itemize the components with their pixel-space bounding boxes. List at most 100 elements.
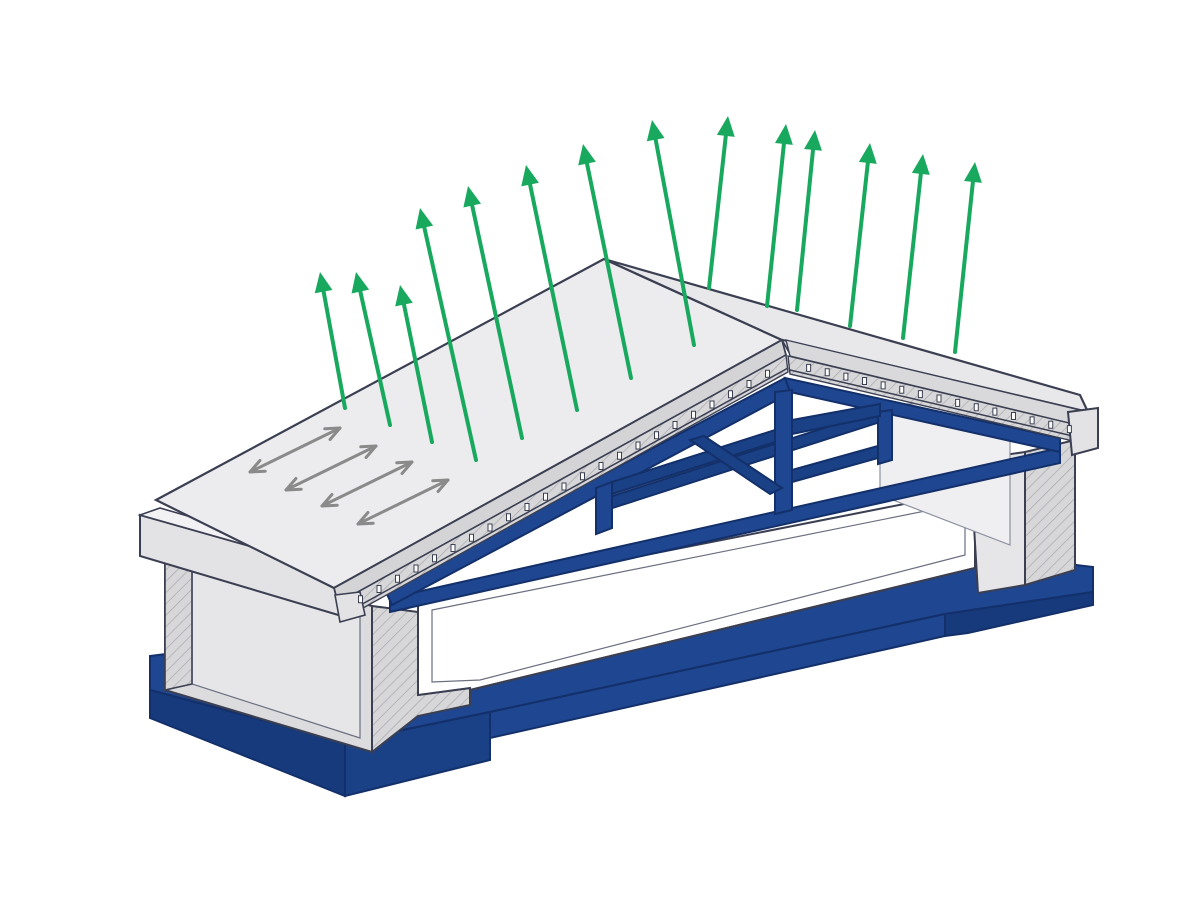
uplift-arrow-shaft <box>795 141 816 312</box>
double-arrow-icon <box>320 460 414 508</box>
fastener-mark <box>746 380 752 388</box>
roof-fasteners <box>358 363 1072 604</box>
sheathing-line-left <box>347 367 789 613</box>
left-eave-gutter <box>334 591 366 624</box>
arrow-up-icon <box>351 272 370 294</box>
fastener-mark <box>617 451 622 460</box>
arrow-up-icon <box>963 162 982 183</box>
fastener-mark <box>824 368 830 377</box>
uplift-arrow-shaft <box>848 154 871 328</box>
fastener-mark <box>955 398 961 407</box>
uplift-arrow-shaft <box>765 135 787 308</box>
fastener-mark <box>973 403 979 412</box>
fastener-mark <box>358 595 363 604</box>
fastener-mark <box>709 400 715 409</box>
arrow-up-icon <box>646 120 665 142</box>
fastener-mark <box>395 574 400 583</box>
sheathing-line-right <box>789 369 1091 441</box>
lateral-load-arrows <box>248 426 450 526</box>
fastener-mark <box>691 410 696 419</box>
arrow-up-icon <box>858 143 877 164</box>
fastener-mark <box>469 533 474 542</box>
fastener-mark <box>598 462 604 470</box>
arrow-up-icon <box>911 154 930 175</box>
fastener-mark <box>936 394 942 403</box>
foundation-front-step <box>344 710 491 798</box>
arrow-head-right <box>431 478 450 494</box>
fastener-mark <box>880 381 886 390</box>
fastener-mark <box>806 363 812 372</box>
arrow-head-right <box>359 444 378 460</box>
fastener-mark <box>1048 420 1054 429</box>
arrow-up-icon <box>578 144 596 166</box>
double-arrow-icon <box>284 444 378 492</box>
truss-web-post-left <box>595 480 613 536</box>
fastener-mark <box>862 377 867 385</box>
arrow-up-icon <box>395 285 413 307</box>
fastener-mark <box>1029 416 1035 425</box>
arrow-head-left <box>248 458 267 474</box>
uplift-arrow-shaft <box>583 155 633 380</box>
fastener-mark <box>992 407 998 416</box>
fastener-mark <box>506 513 511 522</box>
foundation-right-block <box>944 590 1094 638</box>
fastener-mark <box>487 523 493 532</box>
fastener-mark <box>843 372 849 381</box>
uplift-arrow-shaft <box>953 173 976 354</box>
double-arrow-icon <box>356 478 450 526</box>
arrow-up-icon <box>716 116 735 137</box>
uplift-arrow-shaft <box>320 283 347 410</box>
uplift-arrow-shaft <box>901 165 924 340</box>
arrow-up-icon <box>521 165 539 187</box>
arrow-head-left <box>284 476 303 492</box>
roof-truss <box>383 376 1061 614</box>
arrow-head-right <box>323 426 342 442</box>
fastener-mark <box>672 421 678 429</box>
double-arrow-icon <box>248 426 342 474</box>
fastener-mark <box>654 431 659 440</box>
uplift-arrow-shaft <box>357 283 392 427</box>
fastener-mark <box>376 585 382 593</box>
right-eave-cap <box>1066 406 1099 457</box>
arrow-head-left <box>320 492 339 508</box>
arrow-up-icon <box>463 186 481 208</box>
uplift-arrow-shaft <box>468 197 524 440</box>
fastener-mark <box>765 369 770 378</box>
fastener-mark <box>450 544 456 552</box>
truss-web-post-right <box>877 408 893 466</box>
fastener-mark <box>561 482 567 491</box>
arrow-up-icon <box>774 124 793 145</box>
fastener-mark <box>917 390 923 399</box>
arrow-up-icon <box>314 272 333 294</box>
fastener-mark <box>413 564 419 573</box>
arrow-head-right <box>395 460 414 476</box>
fastener-mark <box>543 492 548 501</box>
truss-king-post <box>774 388 793 516</box>
truss-diagonal-3 <box>791 402 881 436</box>
arrow-up-icon <box>804 130 822 151</box>
uplift-arrow-shaft <box>421 219 478 462</box>
uplift-arrow-shaft <box>652 131 696 347</box>
truss-diagonal-2 <box>687 434 784 496</box>
fastener-mark <box>1011 412 1016 420</box>
uplift-arrow-shaft <box>707 127 729 290</box>
fastener-mark <box>580 472 585 481</box>
arrow-up-icon <box>415 208 434 230</box>
fastener-mark <box>524 503 530 511</box>
fastener-mark <box>899 385 905 394</box>
truss-diagonal-4 <box>791 444 879 484</box>
arrow-head-left <box>356 510 375 526</box>
front-wall-opening <box>431 502 966 683</box>
truss-rafter-right <box>783 376 1061 454</box>
uplift-load-arrows <box>314 116 982 462</box>
fastener-mark <box>432 554 437 563</box>
truss-bottom-chord-front <box>389 446 1061 614</box>
uplift-arrow-shaft <box>526 176 579 412</box>
fastener-mark <box>1066 425 1072 434</box>
fastener-mark <box>728 390 733 399</box>
fastener-mark <box>635 441 641 450</box>
uplift-arrow-shaft <box>400 296 434 444</box>
front-wall-sill <box>469 567 976 691</box>
